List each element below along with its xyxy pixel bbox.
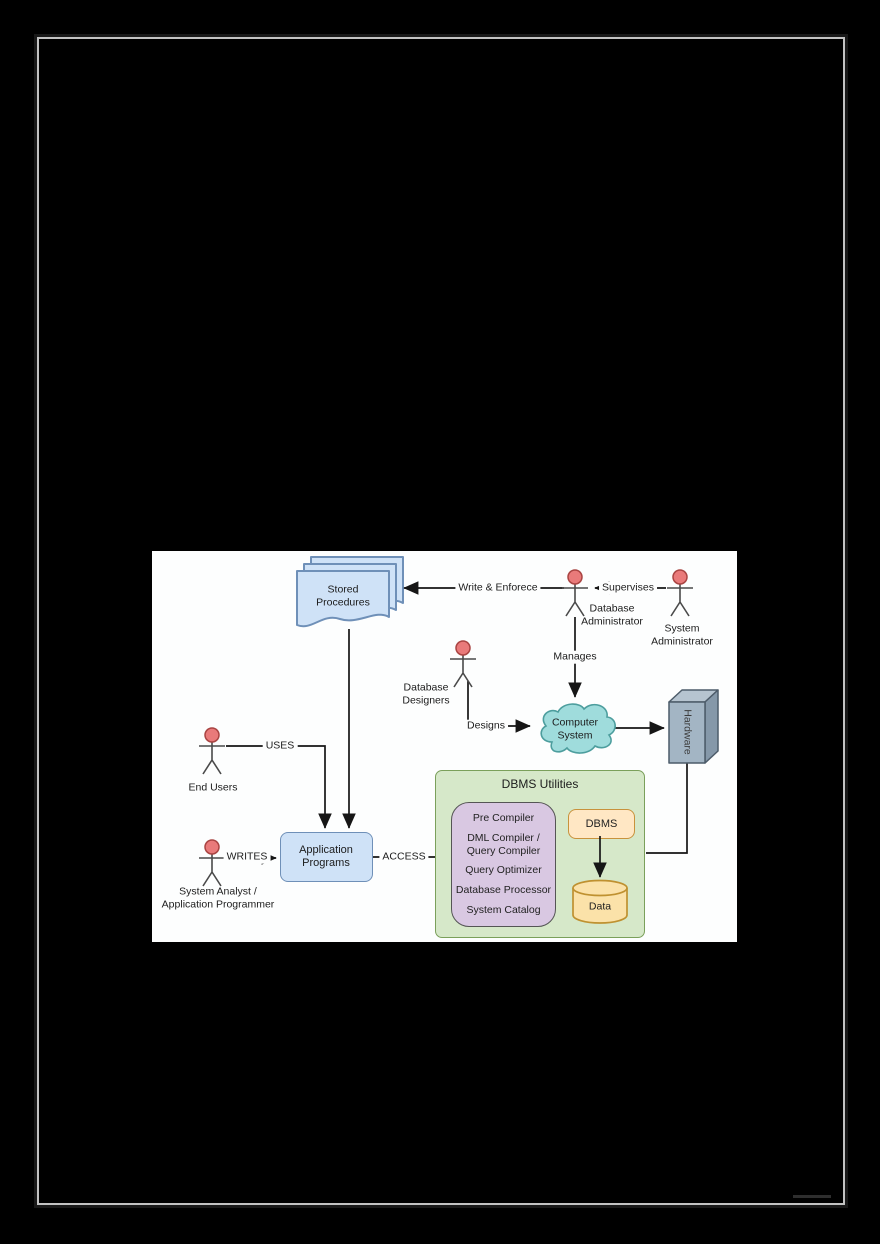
dbms-utilities-box: DBMS Utilities Pre Compiler DML Compiler…	[435, 770, 645, 938]
computer-system-label: Computer System	[551, 716, 599, 741]
hardware-3d-box-icon	[668, 689, 719, 764]
dbms-components-box: Pre Compiler DML Compiler / Query Compil…	[451, 802, 556, 927]
manages-label: Manages	[550, 650, 600, 664]
component-query-optimizer: Query Optimizer	[465, 864, 542, 877]
component-database-processor: Database Processor	[455, 884, 552, 897]
data-label: Data	[588, 900, 612, 913]
stored-procedures-label: Stored Procedures	[316, 583, 370, 608]
dbms-utilities-title: DBMS Utilities	[501, 777, 579, 791]
edge-hardware-to-utilities	[646, 763, 688, 854]
system-analyst-label: System Analyst / Application Programmer	[161, 885, 275, 910]
page-border-frame	[37, 37, 845, 1205]
designs-label: Designs	[464, 719, 508, 733]
end-users-label: End Users	[188, 781, 238, 794]
component-system-catalog: System Catalog	[466, 903, 541, 916]
component-dml-compiler: DML Compiler / Query Compiler	[466, 831, 541, 857]
component-pre-compiler: Pre Compiler	[472, 812, 535, 825]
end-users-actor-icon	[199, 727, 225, 775]
hardware-label: Hardware	[681, 709, 694, 755]
application-programs-label: Application Programs	[299, 843, 353, 869]
supervises-label: Supervises	[599, 581, 657, 595]
database-designers-actor-icon	[450, 640, 476, 688]
page-number-smudge	[793, 1195, 831, 1198]
dbms-box: DBMS	[568, 809, 635, 839]
uses-label: USES	[262, 739, 298, 753]
database-designers-label: Database Designers	[402, 681, 450, 706]
writes-label: WRITES	[223, 850, 271, 864]
dbms-architecture-diagram: DBMS Utilities Pre Compiler DML Compiler…	[152, 551, 737, 942]
edge-uses	[226, 745, 332, 829]
system-administrator-actor-icon	[667, 569, 693, 617]
system-analyst-actor-icon	[199, 839, 225, 887]
database-administrator-label: Database Administrator	[581, 602, 643, 627]
write-enforce-label: Write & Enforece	[455, 581, 541, 595]
application-programs-box	[280, 832, 373, 882]
system-administrator-label: System Administrator	[651, 622, 713, 647]
access-label: ACCESS	[379, 850, 429, 864]
